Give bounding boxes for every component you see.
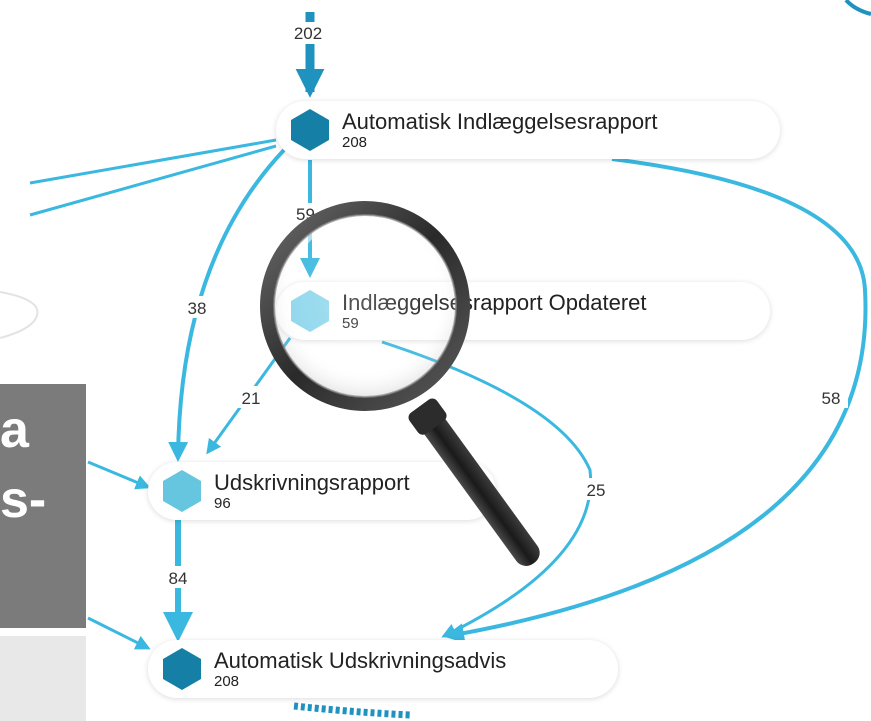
edge-offscreen-top-right [844, 0, 871, 16]
edge-label-58: 58 [814, 386, 848, 408]
edge-offscreen-left-4 [87, 616, 151, 650]
svg-text:84: 84 [169, 569, 188, 588]
svg-text:21: 21 [242, 389, 261, 408]
svg-text:59: 59 [296, 205, 315, 224]
node-count: 59 [342, 314, 359, 332]
node-name: Automatisk Udskrivningsadvis [214, 647, 507, 673]
svg-text:202: 202 [294, 24, 322, 43]
side-panel: a s- [0, 384, 86, 628]
edge-label-38: 38 [182, 296, 212, 318]
edge-offscreen-left-2 [29, 144, 277, 217]
edge-offscreen-bottom [293, 702, 411, 719]
node-name: Indlæggelsesrapport Opdateret [342, 289, 647, 315]
node-name: Udskrivningsrapport [214, 469, 410, 495]
side-panel-text-2: s- [0, 471, 47, 529]
edge-indlaeggelsesrapport-to-udskrivningsrapport [168, 148, 286, 462]
node-indlaeggelsesrapport-opdateret[interactable]: Indlæggelsesrapport Opdateret 59 [276, 282, 770, 340]
hexagon-icon [291, 109, 329, 151]
edge-offscreen-left-1 [29, 138, 277, 185]
hexagon-icon [291, 290, 329, 332]
node-udskrivningsrapport[interactable]: Udskrivningsrapport 96 [148, 462, 496, 520]
edge-label-84: 84 [162, 566, 194, 588]
edge-opdateret-to-udskrivningsadvis [381, 340, 593, 638]
edge-label-21: 21 [236, 386, 266, 408]
hexagon-icon [163, 648, 201, 690]
hexagon-icon [163, 470, 201, 512]
node-name: Automatisk Indlæggelsesrapport [342, 108, 658, 134]
edge-label-59: 59 [294, 203, 320, 225]
side-panel-text-1: a [0, 401, 29, 459]
edge-indlaeggelsesrapport-to-udskrivningsadvis [444, 157, 868, 644]
node-count: 208 [214, 672, 240, 690]
node-count: 208 [342, 133, 368, 151]
svg-text:58: 58 [822, 389, 841, 408]
node-automatisk-udskrivningsadvis[interactable]: Automatisk Udskrivningsadvis 208 [148, 640, 618, 698]
edge-label-25: 25 [580, 478, 612, 500]
svg-text:25: 25 [587, 481, 606, 500]
svg-text:38: 38 [188, 299, 207, 318]
node-count: 96 [214, 494, 231, 512]
node-automatisk-indlaeggelsesrapport[interactable]: Automatisk Indlæggelsesrapport 208 [276, 101, 780, 159]
edge-label-202: 202 [286, 22, 330, 44]
edge-offscreen-left-3 [87, 460, 151, 490]
edge-offscreen-left-5 [0, 291, 39, 339]
side-panel-lower [0, 636, 86, 721]
